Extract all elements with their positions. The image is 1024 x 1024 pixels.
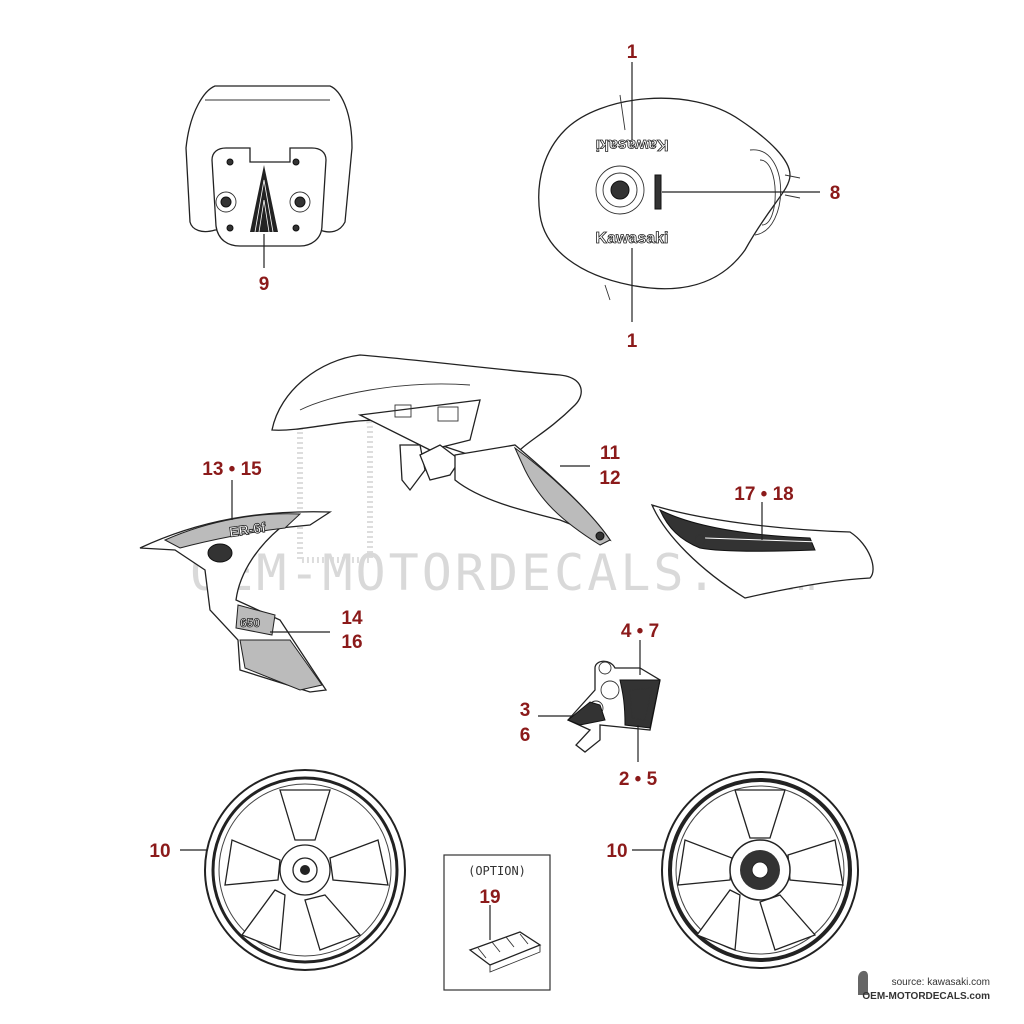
tail-cowl-part xyxy=(650,503,874,599)
tank-logo-top: Kawasaki xyxy=(596,136,669,153)
option-label: (OPTION) xyxy=(468,864,526,878)
logo-icon xyxy=(858,970,868,995)
windscreen-decal xyxy=(250,165,278,233)
source-line-1: source: kawasaki.com xyxy=(892,977,990,988)
callout-4-7: 4 • 7 xyxy=(621,621,659,642)
callout-19: 19 xyxy=(479,887,500,908)
callout-6: 6 xyxy=(520,725,531,746)
windscreen-part xyxy=(185,85,353,247)
shroud-cc-decal: 650 xyxy=(240,616,260,630)
callout-1-top: 1 xyxy=(627,42,638,63)
rear-wheel-part xyxy=(661,771,859,969)
callout-9: 8 xyxy=(830,183,841,204)
shroud-model-decal: ER-6f xyxy=(228,519,267,540)
option-part xyxy=(468,931,542,973)
callout-10-rear: 10 xyxy=(606,841,627,862)
tank-logo-bottom: Kawasaki xyxy=(596,230,669,247)
callout-8: 9 xyxy=(259,274,270,295)
callout-11: 11 xyxy=(600,443,621,464)
source-line-2: OEM-MOTORDECALS.com xyxy=(862,991,990,1002)
callout-12: 12 xyxy=(599,468,620,489)
footpeg-bracket-part xyxy=(566,660,661,753)
callout-2-5: 2 • 5 xyxy=(619,769,658,790)
callout-14: 14 xyxy=(341,608,363,629)
fairing-part xyxy=(271,354,612,546)
callout-3: 3 xyxy=(520,700,531,721)
front-wheel-part xyxy=(204,769,406,971)
option-box: (OPTION) xyxy=(443,854,551,991)
callout-16: 16 xyxy=(341,632,362,653)
callout-13-15: 13 • 15 xyxy=(202,459,262,480)
callout-17-18: 17 • 18 xyxy=(734,484,793,505)
side-shroud-part: ER-6f 650 xyxy=(139,511,333,693)
callout-10-front: 10 xyxy=(149,841,170,862)
fuel-tank-part: Kawasaki Kawasaki xyxy=(538,94,801,301)
callout-1-bottom: 1 xyxy=(627,331,638,352)
source-credit: source: kawasaki.com OEM-MOTORDECALS.com xyxy=(858,970,990,1002)
